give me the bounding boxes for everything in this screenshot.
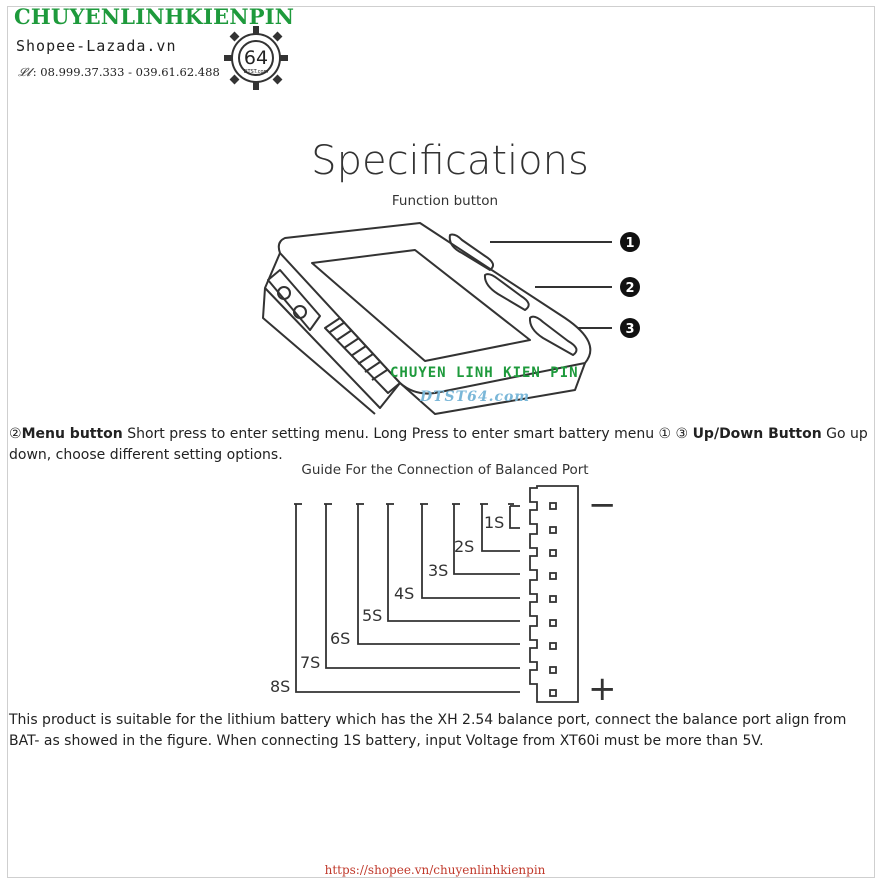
callout-markers: 1 2 3 bbox=[620, 232, 640, 338]
port-label-6s: 6S bbox=[330, 629, 350, 648]
menu-button-text: Short press to enter setting menu. Long … bbox=[122, 426, 659, 442]
guide-caption: Guide For the Connection of Balanced Por… bbox=[301, 462, 589, 478]
minus-sign: − bbox=[588, 485, 617, 525]
port-label-1s: 1S bbox=[484, 513, 504, 532]
num2: ② bbox=[9, 426, 22, 442]
gear-logo-icon: 64 DTST.com bbox=[224, 26, 288, 90]
plus-sign: + bbox=[588, 669, 617, 706]
port-label-5s: 5S bbox=[362, 606, 382, 625]
brand-name: CHUYENLINHKIENPIN bbox=[14, 4, 295, 29]
callout-3: 3 bbox=[625, 322, 634, 337]
callout-1: 1 bbox=[625, 236, 634, 251]
callout-2: 2 bbox=[625, 281, 634, 296]
watermark-line-1: CHUYEN LINH KIEN PIN bbox=[390, 365, 579, 381]
port-label-7s: 7S bbox=[300, 653, 320, 672]
footer-url: https://shopee.vn/chuyenlinhkienpin bbox=[324, 863, 546, 877]
shop-name: Shopee-Lazada.vn bbox=[16, 37, 177, 55]
page-frame bbox=[7, 6, 875, 878]
badge-number: 64 bbox=[244, 47, 268, 69]
badge-small-text: DTST.com bbox=[244, 69, 269, 75]
port-label-2s: 2S bbox=[454, 537, 474, 556]
device-illustration: 1 2 3 bbox=[262, 222, 640, 415]
balance-port-diagram: 1S 2S 3S 4S 5S 6S 7S 8S − + bbox=[270, 485, 617, 706]
phone-line: 𝓛𝓵: 08.999.37.333 - 039.61.62.488 bbox=[18, 65, 220, 80]
port-label-8s: 8S bbox=[270, 677, 290, 696]
function-button-caption: Function button bbox=[391, 193, 499, 209]
port-label-4s: 4S bbox=[394, 584, 414, 603]
num13: ① ③ bbox=[658, 426, 689, 442]
port-label-3s: 3S bbox=[428, 561, 448, 580]
phone-numbers: : 08.999.37.333 - 039.61.62.488 bbox=[32, 65, 220, 79]
compatibility-note: This product is suitable for the lithium… bbox=[9, 712, 847, 749]
phone-signature-icon: 𝓛𝓵 bbox=[18, 65, 31, 79]
watermark-line-2: DTST64.com bbox=[420, 389, 531, 405]
page-title: Specifications bbox=[311, 138, 589, 184]
updown-button-text: Go up down, choose different setting opt… bbox=[9, 426, 868, 463]
menu-button-label: Menu button bbox=[21, 426, 123, 442]
updown-button-label: Up/Down Button bbox=[692, 426, 822, 442]
buttons-description: ②Menu button Short press to enter settin… bbox=[9, 424, 875, 466]
